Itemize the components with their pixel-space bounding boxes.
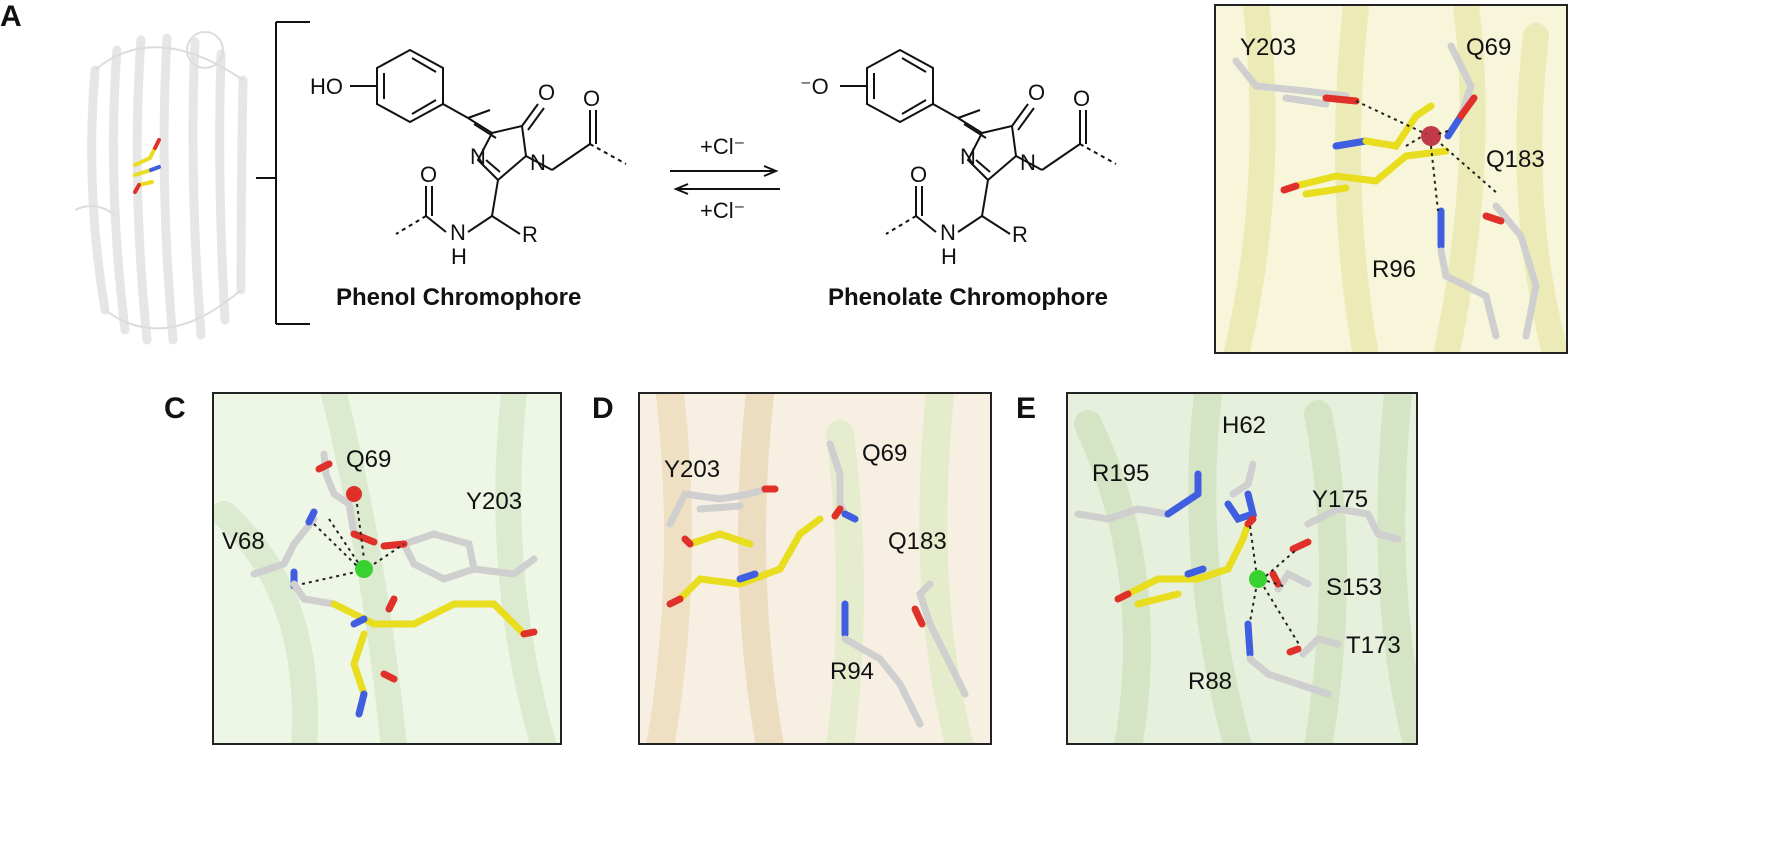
r-label: R — [522, 222, 538, 247]
panel-b-residue-q69: Q69 — [1466, 34, 1512, 61]
panel-e-residue-r195: R195 — [1092, 460, 1150, 487]
amide-o-label: O — [583, 86, 600, 111]
scheme-bracket — [256, 21, 310, 325]
panel-e-residue-r88: R88 — [1188, 668, 1233, 695]
panel-d-residue-q69: Q69 — [862, 440, 908, 467]
nh-h-label: H — [941, 244, 957, 269]
forward-label: +Cl⁻ — [700, 134, 746, 159]
r-label: R — [1012, 222, 1028, 247]
panel-b-residue-r96: R96 — [1372, 256, 1417, 283]
panel-label-d: D — [592, 392, 614, 425]
reverse-label: +Cl⁻ — [700, 198, 746, 223]
panel-b-residue-y203: Y203 — [1240, 34, 1297, 61]
panel-label-e: E — [1016, 392, 1037, 425]
panel-e-residue-h62: H62 — [1222, 412, 1267, 439]
ring-n-label-2: N — [530, 150, 546, 175]
o-minus-label: ⁻O — [800, 74, 829, 99]
nh-h-label: H — [451, 244, 467, 269]
panel-e-residue-y175: Y175 — [1312, 486, 1369, 513]
ring-n-label: N — [470, 144, 486, 169]
carbonyl-o-label: O — [1028, 80, 1045, 105]
panel-d-structure — [638, 392, 992, 745]
panel-label-c: C — [164, 392, 186, 425]
ho-label: HO — [310, 74, 343, 99]
left-o-label: O — [910, 162, 927, 187]
panel-label-a: A — [0, 0, 22, 33]
nh-n-label: N — [940, 220, 956, 245]
protein-barrel-cartoon — [74, 31, 248, 345]
panel-e-structure — [1066, 392, 1418, 745]
panel-c-residue-y203: Y203 — [466, 488, 523, 515]
panel-d-residue-q183: Q183 — [888, 528, 947, 555]
amide-o-label: O — [1073, 86, 1090, 111]
phenolate-caption: Phenolate Chromophore — [828, 284, 1109, 311]
phenolate-structure: ⁻O O O N N O N H R — [800, 48, 1117, 269]
panel-c-residue-v68: V68 — [222, 528, 265, 555]
equilibrium-arrows — [670, 165, 780, 195]
panel-c-residue-q69: Q69 — [346, 446, 392, 473]
left-o-label: O — [420, 162, 437, 187]
panel-e-residue-s153: S153 — [1326, 574, 1383, 601]
panel-b-residue-q183: Q183 — [1486, 146, 1545, 173]
ring-n-label-2: N — [1020, 150, 1036, 175]
ring-n-label: N — [960, 144, 976, 169]
phenol-caption: Phenol Chromophore — [336, 284, 582, 311]
phenol-structure: HO O O N N O N H R — [310, 48, 627, 269]
nh-n-label: N — [450, 220, 466, 245]
carbonyl-o-label: O — [538, 80, 555, 105]
panel-b-structure — [1214, 4, 1568, 354]
panel-d-residue-r94: R94 — [830, 658, 875, 685]
panel-c-structure — [212, 392, 562, 745]
panel-d-residue-y203: Y203 — [664, 456, 721, 483]
panel-e-residue-t173: T173 — [1346, 632, 1401, 659]
